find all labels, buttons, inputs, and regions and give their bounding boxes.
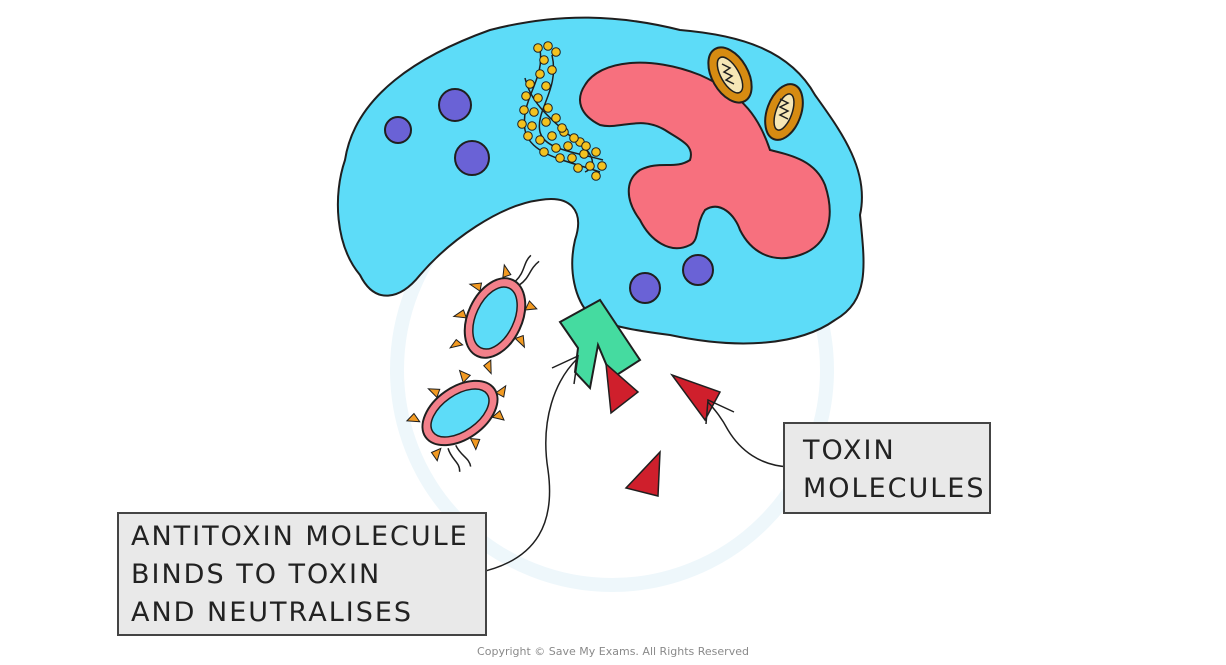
ribosome: [597, 161, 607, 171]
ribosome: [557, 123, 567, 133]
ribosome: [591, 171, 601, 181]
ribosome: [543, 103, 553, 113]
ribosome: [563, 141, 573, 151]
ribosome: [547, 65, 557, 75]
vesicle: [384, 116, 412, 144]
ribosome: [541, 81, 551, 91]
ribosome: [533, 43, 543, 53]
antitoxin-label-line: ANTITOXIN MOLECULE: [131, 521, 469, 552]
mitochondrion: [707, 46, 753, 104]
toxin-pointer-arrow: [705, 398, 794, 471]
ribosome: [539, 55, 549, 65]
nucleus: [579, 61, 831, 260]
ribosome: [543, 41, 553, 51]
rough-endoplasmic-reticulum: [517, 41, 607, 181]
vesicle: [629, 272, 661, 304]
ribosomes: [517, 41, 607, 181]
toxin-label-box: TOXIN MOLECULES: [783, 422, 991, 514]
antitoxin-label-line: AND NEUTRALISES: [131, 597, 414, 628]
toxin-molecule: [669, 373, 722, 422]
vesicle: [454, 140, 490, 176]
vesicle: [682, 254, 714, 286]
toxin-molecule: [605, 362, 640, 415]
ribosome: [535, 135, 545, 145]
mitochondrion: [764, 83, 804, 141]
ribosome: [569, 133, 579, 143]
toxin-label-line: MOLECULES: [803, 473, 986, 504]
antitoxin-label-box: ANTITOXIN MOLECULE BINDS TO TOXIN AND NE…: [117, 512, 487, 636]
ribosome: [555, 153, 565, 163]
ribosome: [579, 149, 589, 159]
toxin-molecules: [605, 362, 722, 497]
ribosome: [533, 93, 543, 103]
ribosome: [591, 147, 601, 157]
ribosome: [567, 153, 577, 163]
ribosome: [523, 131, 533, 141]
ribosome: [541, 117, 551, 127]
ribosome: [525, 79, 535, 89]
ribosome: [551, 113, 561, 123]
ribosome: [535, 69, 545, 79]
copyright-notice: Copyright © Save My Exams. All Rights Re…: [477, 645, 749, 658]
bacterium: [448, 254, 540, 375]
ribosome: [539, 147, 549, 157]
ribosome: [585, 161, 595, 171]
ribosome: [573, 163, 583, 173]
ribosome: [519, 105, 529, 115]
ribosome: [527, 121, 537, 131]
vesicle: [438, 88, 472, 122]
toxin-label-line: TOXIN: [803, 435, 896, 466]
ribosome: [551, 47, 561, 57]
ribosome: [581, 141, 591, 151]
ribosome: [547, 131, 557, 141]
toxin-molecule: [624, 450, 661, 497]
bacterium: [405, 369, 507, 472]
vesicles: [384, 88, 714, 304]
ribosome: [529, 107, 539, 117]
ribosome: [551, 143, 561, 153]
ribosome: [517, 119, 527, 129]
ribosome: [521, 91, 531, 101]
antitoxin-label-line: BINDS TO TOXIN: [131, 559, 382, 590]
